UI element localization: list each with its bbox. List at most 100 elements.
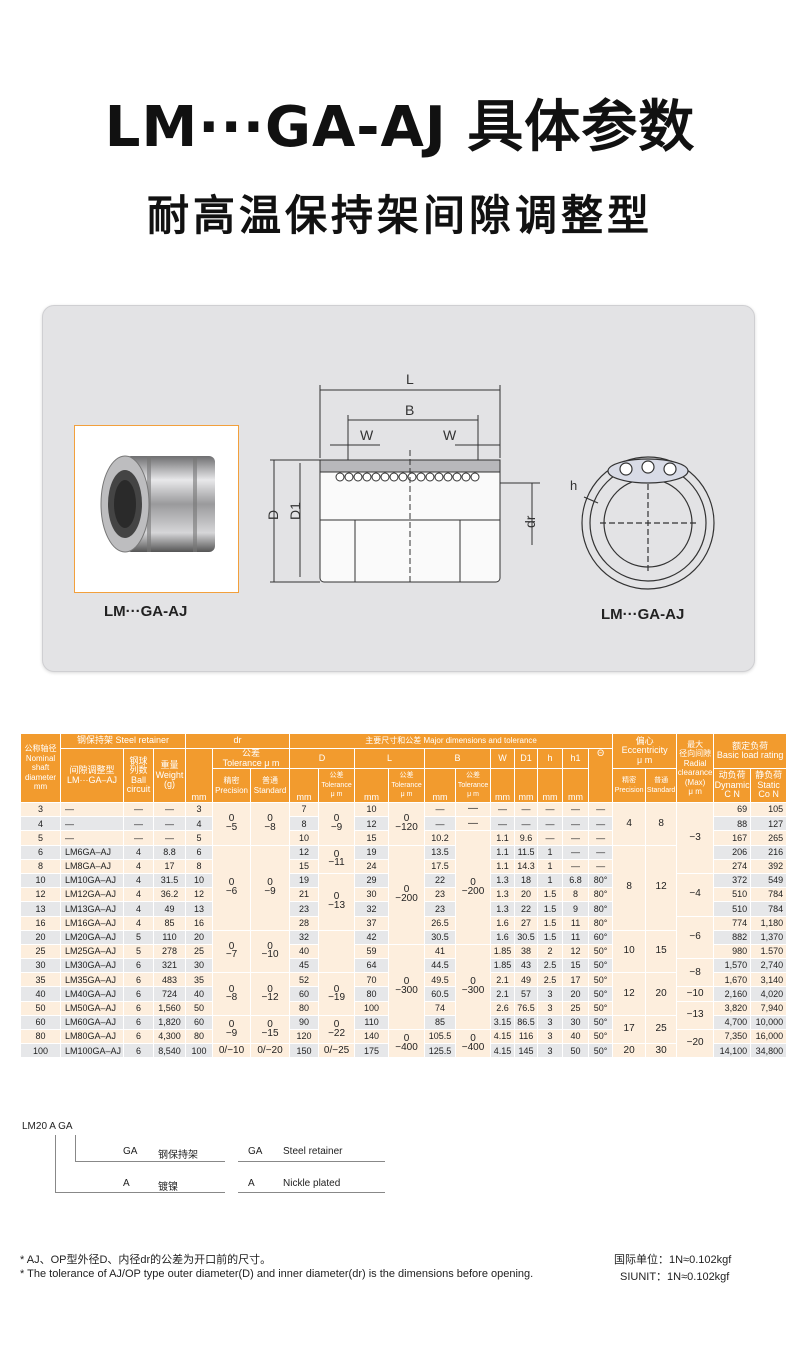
cell-ball: —	[123, 830, 154, 846]
th-D1-mm: mm	[514, 768, 539, 803]
cell-D-tol: 0 −13	[318, 872, 356, 931]
cell-nominal: 6	[20, 844, 61, 860]
cell-weight: 483	[152, 972, 187, 988]
th-L: L	[354, 748, 426, 769]
cell-h: 2.5	[537, 972, 564, 988]
cell-h1: —	[562, 816, 590, 832]
cell-B: 26.5	[424, 915, 457, 931]
cell-L: 100	[354, 1000, 390, 1016]
th-ecc-standard: 普通 Standard	[645, 768, 678, 803]
cell-h1: 17	[562, 972, 590, 988]
cell-weight: 8,540	[152, 1043, 187, 1059]
cell-model: LM60GA–AJ	[60, 1014, 124, 1031]
th-dr-tol: 公差 Tolerance μ m	[212, 748, 291, 769]
cell-theta: —	[588, 801, 614, 818]
cell-L: 29	[354, 872, 390, 889]
cell-h: 1	[537, 872, 564, 889]
cell-dyn: 14,100	[713, 1043, 752, 1059]
cell-D: 32	[289, 929, 320, 945]
cell-h: 1	[537, 844, 564, 860]
cell-dr: 4	[185, 816, 214, 832]
cell-h1: 40	[562, 1028, 590, 1045]
cell-B: 60.5	[424, 986, 457, 1002]
cell-weight: 4,300	[152, 1028, 187, 1045]
cell-sta: 10,000	[750, 1014, 788, 1031]
cell-W: —	[490, 816, 516, 832]
th-B-mm: mm	[424, 768, 457, 803]
code-a: A	[123, 1178, 130, 1189]
side-section-drawing: L B W W D D1 dr	[265, 371, 540, 585]
cell-B: 105.5	[424, 1028, 457, 1045]
code-ga-en-code: GA	[248, 1146, 263, 1157]
cell-ball: 5	[123, 943, 154, 960]
cell-dr-prec: 0 −7	[212, 929, 252, 974]
cell-weight: —	[152, 816, 187, 832]
code-a-en: Nickle plated	[283, 1178, 341, 1189]
cell-sta: 1.570	[750, 943, 788, 960]
cell-dr-prec: 0 −6	[212, 844, 252, 931]
cell-weight: 31.5	[152, 872, 187, 889]
cell-W: 4.15	[490, 1043, 516, 1059]
cell-dyn: 4,700	[713, 1014, 752, 1031]
cell-ecc-prec: 10	[612, 929, 647, 974]
cell-dr-prec: 0 −8	[212, 972, 252, 1016]
cell-L: 19	[354, 844, 390, 860]
cell-W: 1.6	[490, 915, 516, 931]
cell-nominal: 60	[20, 1014, 61, 1031]
cell-L: 24	[354, 858, 390, 874]
cell-model: LM30GA–AJ	[60, 958, 124, 974]
th-retainer: 钢保持架 Steel retainer	[59, 733, 187, 749]
cell-dr: 25	[185, 943, 214, 960]
cell-dr: 8	[185, 858, 214, 874]
cell-dr: 40	[185, 986, 214, 1002]
cell-B-tol: 0 −400	[455, 1028, 492, 1059]
cell-h1: 12	[562, 943, 590, 960]
code-a-cn: 镀镍	[158, 1182, 178, 1193]
cell-B: 17.5	[424, 858, 457, 874]
code-ga: GA	[123, 1146, 138, 1157]
cell-dyn: 69	[713, 801, 752, 818]
cell-h: —	[537, 816, 564, 832]
cell-L: 59	[354, 943, 390, 960]
cell-dr: 50	[185, 1000, 214, 1016]
cell-h1: 25	[562, 1000, 590, 1016]
cell-dyn: 1,670	[713, 972, 752, 988]
cell-D: 23	[289, 901, 320, 917]
cell-D: 15	[289, 858, 320, 874]
drawing-label: LM···GA-AJ	[601, 606, 685, 623]
cell-W: 3.15	[490, 1014, 516, 1031]
cell-B: —	[424, 801, 457, 818]
dim-W-left: W	[360, 427, 374, 443]
cell-model: LM40GA–AJ	[60, 986, 124, 1002]
cell-B: 23	[424, 887, 457, 903]
cell-dr: 12	[185, 887, 214, 903]
th-dr-precision: 精密 Precision	[212, 768, 252, 803]
cell-sta: 7,940	[750, 1000, 788, 1016]
cell-model: —	[60, 801, 124, 818]
cell-W: 2.1	[490, 986, 516, 1002]
cell-theta: 50°	[588, 972, 614, 988]
cell-dyn: 510	[713, 887, 752, 903]
cell-B: 44.5	[424, 958, 457, 974]
cell-ecc-std: 8	[645, 802, 678, 846]
cell-radial: −10	[676, 986, 715, 1002]
cell-B: 49.5	[424, 972, 457, 988]
cell-theta: 80°	[588, 887, 614, 903]
th-W: W	[490, 748, 516, 769]
th-ecc-precision: 精密 Precision	[612, 768, 647, 803]
cell-ball: 4	[123, 901, 154, 917]
cell-L-tol: 0 −400	[388, 1028, 426, 1059]
cell-D: 80	[289, 1000, 320, 1016]
cell-sta: 127	[750, 816, 788, 832]
cell-W: 1.1	[490, 844, 516, 860]
cell-B: 13.5	[424, 844, 457, 860]
th-W-mm: mm	[490, 768, 516, 803]
th-weight: 重量 Weight (g)	[152, 748, 187, 803]
cell-L: 140	[354, 1028, 390, 1045]
dim-D: D	[265, 510, 281, 520]
cell-L: 42	[354, 929, 390, 945]
